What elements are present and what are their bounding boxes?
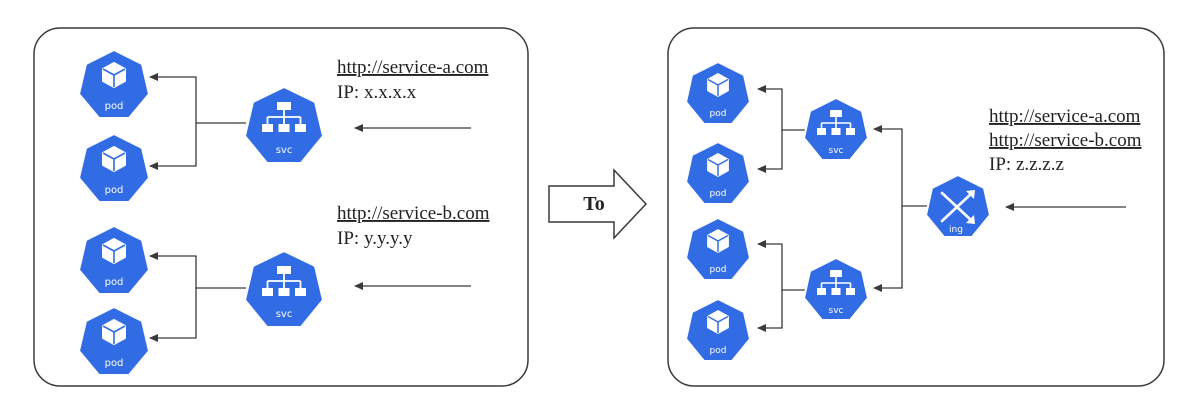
- ingress-icon: ing: [924, 173, 992, 238]
- service-b-url[interactable]: http://service-b.com: [337, 203, 490, 224]
- before-service-b-wiring: [149, 252, 471, 342]
- svg-text:pod: pod: [710, 109, 727, 119]
- svg-text:pod: pod: [105, 185, 124, 196]
- ingress-url-service-b[interactable]: http://service-b.com: [989, 130, 1142, 151]
- pod-icon: pod: [77, 224, 151, 295]
- svc-icon: svc: [243, 85, 325, 164]
- before-service-a-wiring: [149, 73, 471, 170]
- svg-text:pod: pod: [710, 265, 727, 275]
- svg-text:svc: svc: [829, 146, 844, 156]
- pod-icon: pod: [77, 132, 151, 203]
- svg-text:pod: pod: [710, 189, 727, 199]
- before-panel: [33, 27, 529, 387]
- svc-icon: svc: [802, 256, 870, 321]
- after-service-1-wiring: [757, 85, 806, 173]
- transition-label: To: [583, 193, 605, 215]
- pod-icon: pod: [77, 305, 151, 376]
- svc-icon: svc: [243, 249, 325, 328]
- pod-icon: pod: [684, 140, 752, 205]
- svg-text:pod: pod: [105, 277, 124, 288]
- block-arrow-right-icon: [548, 168, 648, 240]
- ingress-url-service-a[interactable]: http://service-a.com: [989, 106, 1141, 127]
- svg-text:svc: svc: [276, 145, 293, 156]
- pod-icon: pod: [77, 48, 151, 119]
- service-b-ip: IP: y.y.y.y: [337, 228, 413, 249]
- service-a-ip: IP: x.x.x.x: [337, 82, 417, 103]
- svg-text:svc: svc: [276, 309, 293, 320]
- transition-arrow: To: [548, 168, 648, 240]
- after-panel: [667, 27, 1165, 387]
- after-ingress-wiring: [873, 125, 1126, 292]
- svg-text:ing: ing: [949, 225, 963, 235]
- svg-text:svc: svc: [829, 306, 844, 316]
- pod-icon: pod: [684, 60, 752, 125]
- svg-text:pod: pod: [710, 346, 727, 356]
- svg-text:pod: pod: [105, 101, 124, 112]
- service-a-url[interactable]: http://service-a.com: [337, 57, 489, 78]
- ingress-ip: IP: z.z.z.z: [989, 154, 1064, 175]
- after-service-2-wiring: [757, 240, 806, 332]
- pod-icon: pod: [684, 216, 752, 281]
- svg-text:pod: pod: [105, 358, 124, 369]
- svc-icon: svc: [802, 96, 870, 161]
- pod-icon: pod: [684, 297, 752, 362]
